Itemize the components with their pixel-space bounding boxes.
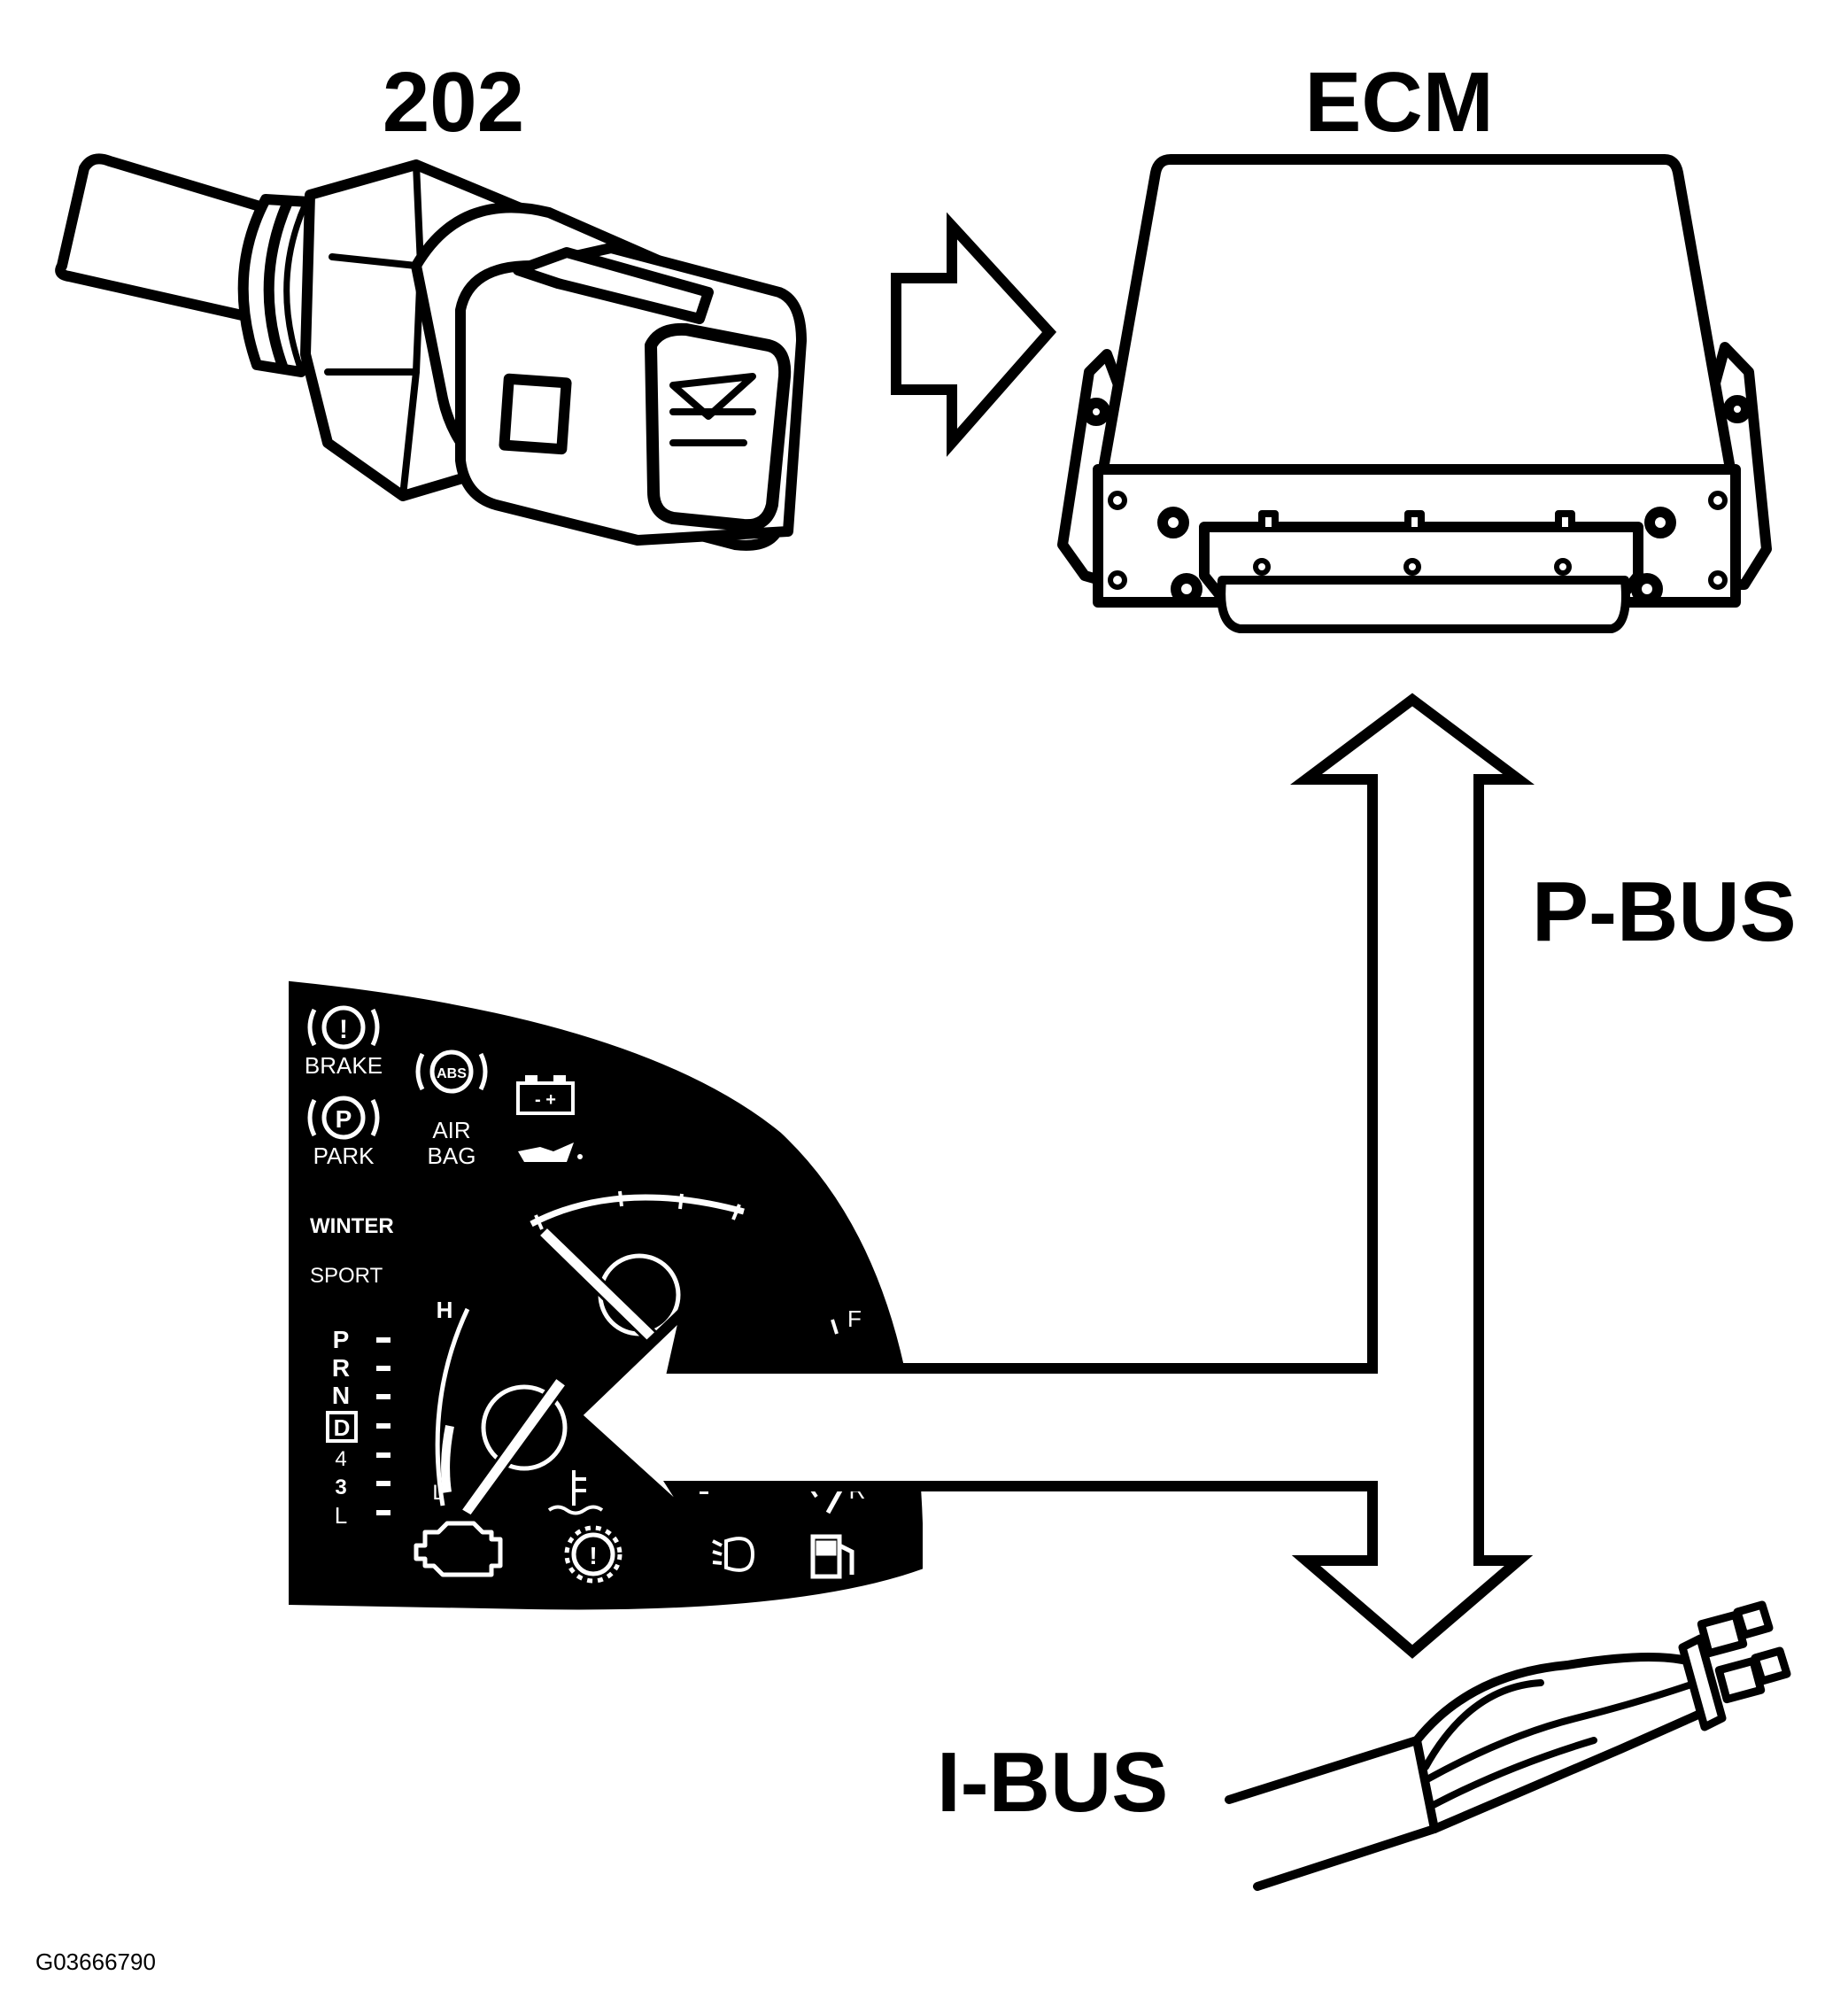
oil-pressure-icon (518, 1143, 583, 1162)
gear-n: N (332, 1382, 350, 1409)
figure-id: G03666790 (35, 1948, 156, 1975)
airbag-label-bag: BAG (428, 1143, 476, 1169)
headlight-icon (712, 1537, 755, 1572)
temp-gauge-arc (435, 1307, 470, 1507)
temp-gauge-high: H (437, 1297, 453, 1323)
instrument-cluster: ! BRAKE ABS - + P PARK AIR BAG (289, 980, 923, 1610)
park-brake-icon (307, 1096, 380, 1140)
coolant-temp-icon (547, 1470, 604, 1515)
temp-gauge-low: L (432, 1481, 444, 1505)
brake-warning-icon (307, 1005, 380, 1050)
ibus-cable (1225, 1653, 1713, 1891)
gear-d: D (334, 1414, 351, 1441)
abs-warning-icon (415, 1050, 488, 1094)
gear-r: R (332, 1354, 350, 1382)
airbag-label-air: AIR (432, 1117, 470, 1143)
ibus-connector (1678, 1600, 1791, 1731)
pbus-arrow (568, 693, 1535, 1659)
signal-arrow (891, 212, 1057, 457)
check-engine-icon (414, 1521, 503, 1577)
fuel-pump-icon (810, 1534, 854, 1579)
gear-p: P (333, 1326, 350, 1353)
ibus-label: I-BUS (937, 1735, 1168, 1830)
brake-warning-label: BRAKE (305, 1052, 383, 1079)
gear-4: 4 (335, 1447, 346, 1471)
coolant-temp-sensor (55, 153, 807, 551)
speedometer-arc (530, 1194, 745, 1228)
battery-warning-icon (516, 1075, 575, 1115)
winter-mode-label: WINTER (310, 1214, 394, 1238)
sport-mode-label: SPORT (310, 1264, 383, 1288)
transmission-warning-glyph: ! (589, 1542, 597, 1569)
ecm-label: ECM (1304, 55, 1493, 150)
battery-warning-label: - + (535, 1090, 556, 1110)
pbus-label: P-BUS (1532, 864, 1797, 959)
transmission-warning-icon (564, 1525, 622, 1584)
abs-warning-label: ABS (437, 1066, 467, 1081)
temp-gauge-needle (458, 1375, 569, 1518)
gear-d-frame (326, 1411, 358, 1443)
park-brake-label: PARK (313, 1143, 375, 1169)
fuel-gauge-full: F (847, 1305, 862, 1332)
brake-warning-glyph: ! (339, 1015, 348, 1044)
ecm-module (1057, 154, 1772, 633)
sensor-label: 202 (383, 55, 524, 150)
gear-l: L (335, 1502, 347, 1529)
park-brake-glyph: P (336, 1105, 352, 1133)
gear-3: 3 (335, 1476, 346, 1499)
gear-indicator: P R N D 4 3 L (326, 1326, 390, 1529)
